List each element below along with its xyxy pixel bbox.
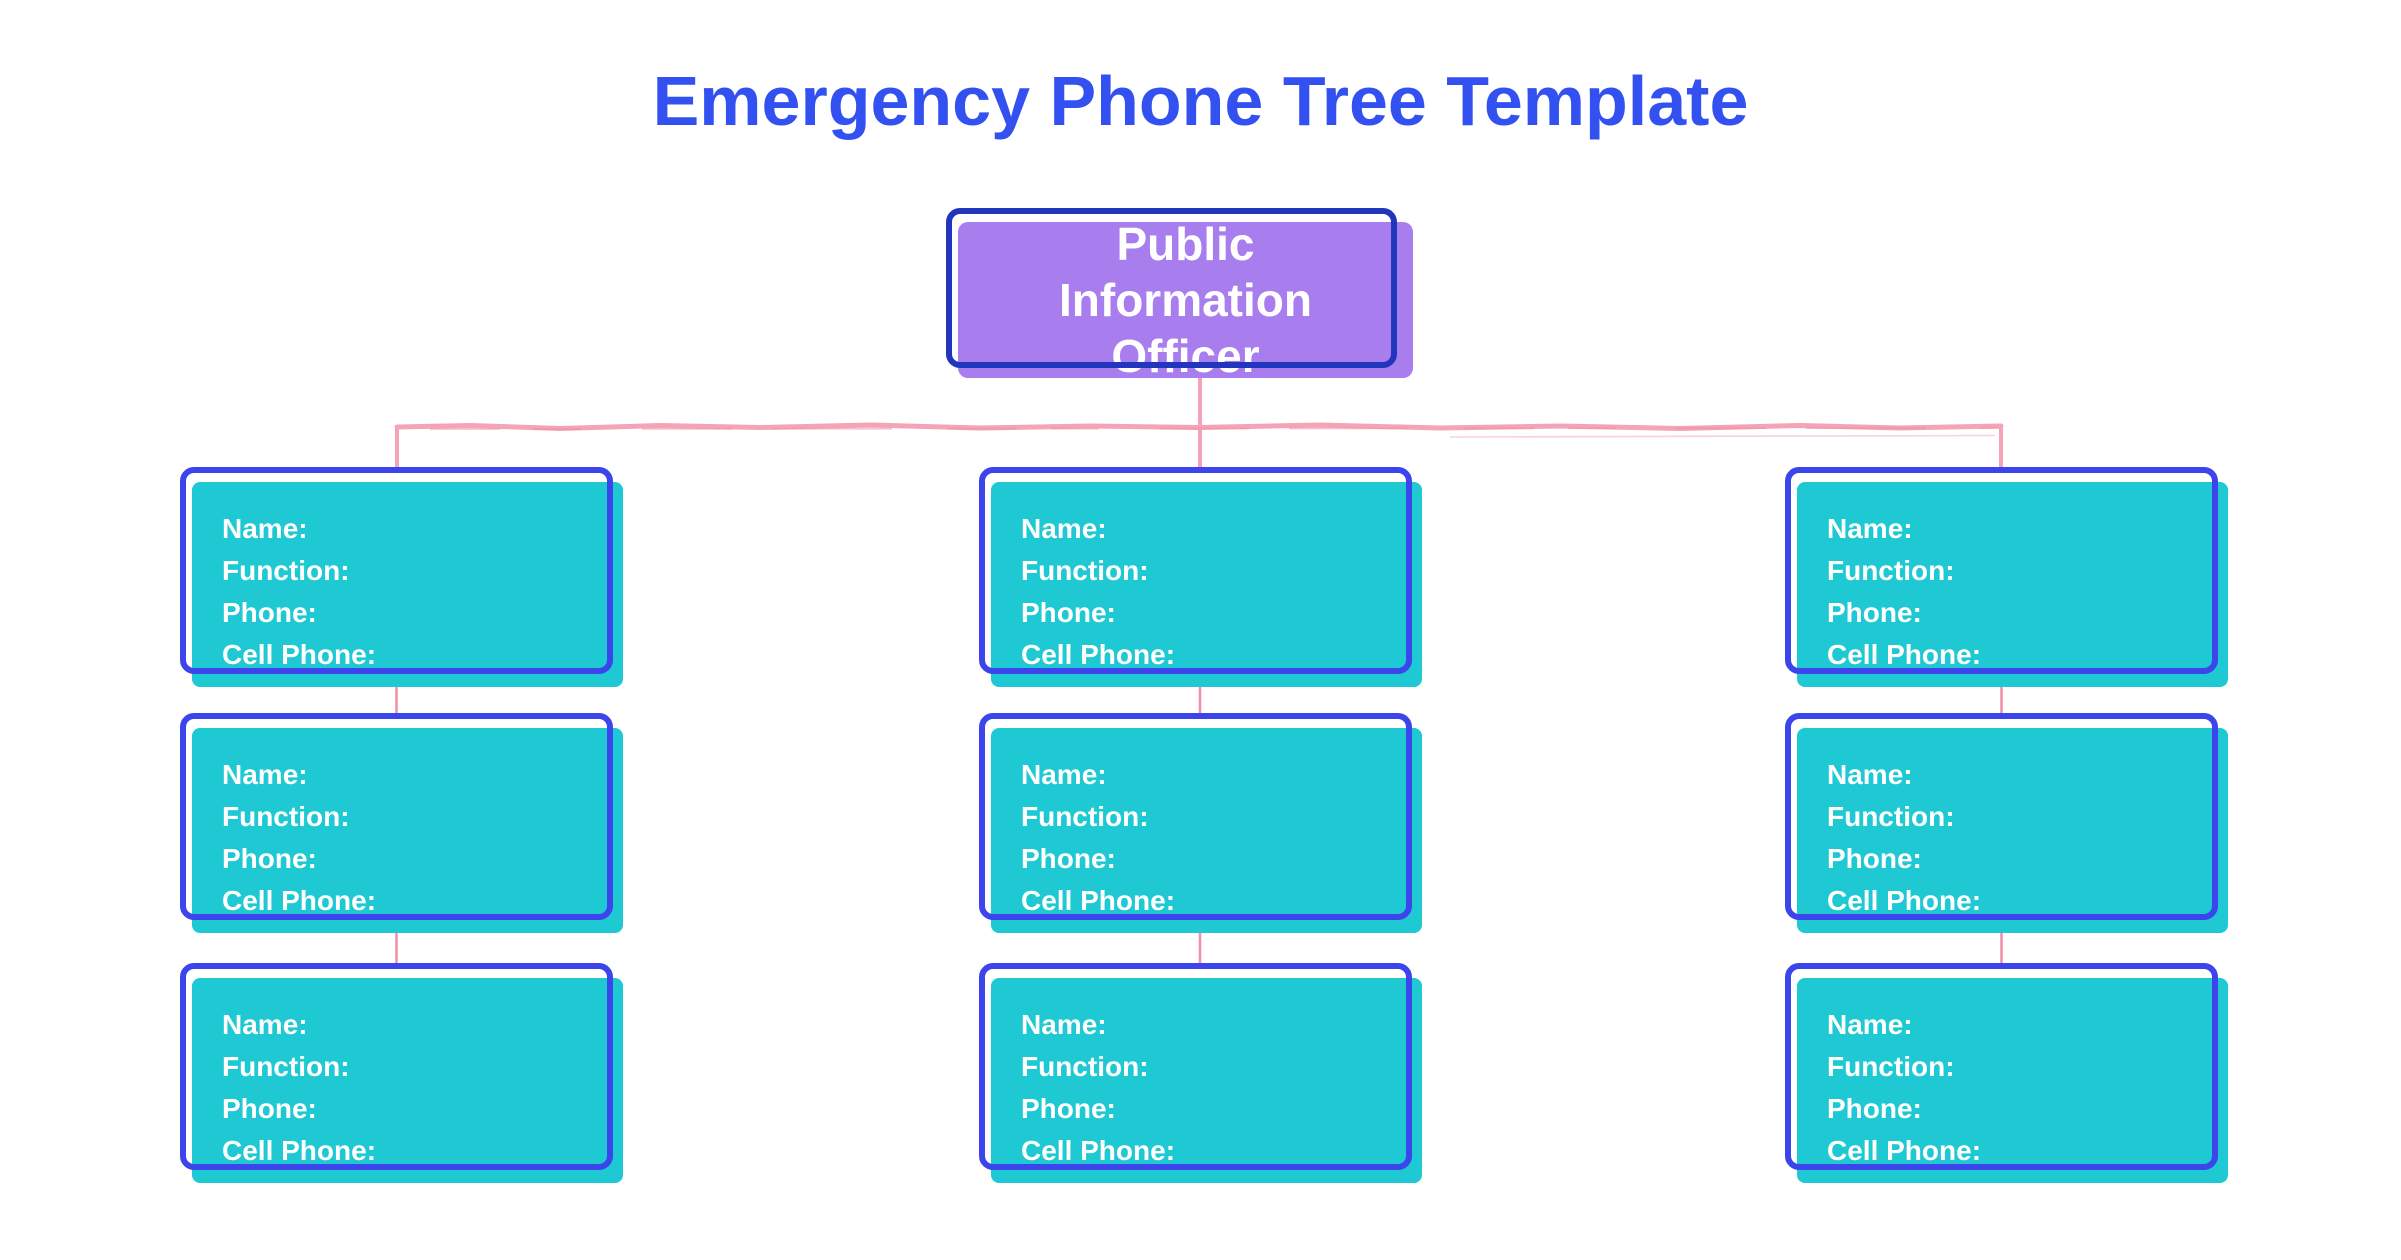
card-outline	[979, 713, 1412, 920]
field-label-phone: Phone:	[1827, 1093, 1922, 1124]
field-label-phone: Phone:	[1021, 597, 1116, 628]
card-outline	[979, 467, 1412, 674]
card-branch3-level1[interactable]: Name: Function: Phone: Cell Phone:	[1785, 467, 2228, 687]
root-node-label: Public Information Officer	[1059, 218, 1312, 382]
field-label-function: Function:	[1827, 555, 1955, 586]
root-node-outline	[946, 208, 1397, 368]
card-branch1-level2[interactable]: Name: Function: Phone: Cell Phone:	[180, 713, 623, 933]
connector-horizontal	[394, 422, 2004, 431]
field-label-cell-phone: Cell Phone:	[1021, 1135, 1176, 1166]
field-label-name: Name:	[1827, 513, 1913, 544]
field-label-function: Function:	[222, 1051, 350, 1082]
card-fill: Name: Function: Phone: Cell Phone:	[192, 728, 623, 933]
field-label-cell-phone: Cell Phone:	[222, 639, 377, 670]
field-label-function: Function:	[222, 801, 350, 832]
field-label-name: Name:	[222, 513, 308, 544]
page-title: Emergency Phone Tree Template	[652, 62, 1749, 140]
card-outline	[1785, 713, 2218, 920]
field-label-cell-phone: Cell Phone:	[1021, 885, 1176, 916]
field-label-cell-phone: Cell Phone:	[1827, 1135, 1982, 1166]
card-outline	[180, 963, 613, 1170]
field-label-cell-phone: Cell Phone:	[1021, 639, 1176, 670]
field-label-name: Name:	[222, 1009, 308, 1040]
card-outline	[979, 963, 1412, 1170]
field-label-function: Function:	[1827, 1051, 1955, 1082]
card-outline	[1785, 963, 2218, 1170]
connector-horizontal-echo	[1449, 434, 1996, 438]
field-label-function: Function:	[222, 555, 350, 586]
connector-horizontal-texture	[429, 427, 2002, 430]
field-label-cell-phone: Cell Phone:	[1827, 639, 1982, 670]
field-label-phone: Phone:	[222, 843, 317, 874]
field-label-phone: Phone:	[1827, 843, 1922, 874]
field-label-name: Name:	[1021, 1009, 1107, 1040]
field-label-name: Name:	[1827, 1009, 1913, 1040]
field-label-function: Function:	[1021, 801, 1149, 832]
card-fill: Name: Function: Phone: Cell Phone:	[1797, 482, 2228, 687]
root-node-fill: Public Information Officer	[958, 218, 1413, 382]
field-label-name: Name:	[1021, 513, 1107, 544]
card-branch2-level2[interactable]: Name: Function: Phone: Cell Phone:	[979, 713, 1422, 933]
field-label-function: Function:	[1021, 1051, 1149, 1082]
field-label-name: Name:	[222, 759, 308, 790]
card-fill: Name: Function: Phone: Cell Phone:	[991, 482, 1422, 687]
card-fill: Name: Function: Phone: Cell Phone:	[991, 978, 1422, 1183]
field-label-function: Function:	[1827, 801, 1955, 832]
field-label-name: Name:	[1021, 759, 1107, 790]
card-fill: Name: Function: Phone: Cell Phone:	[192, 978, 623, 1183]
field-label-phone: Phone:	[222, 1093, 317, 1124]
card-outline	[1785, 467, 2218, 674]
field-label-phone: Phone:	[222, 597, 317, 628]
field-label-cell-phone: Cell Phone:	[222, 1135, 377, 1166]
card-branch1-level1[interactable]: Name: Function: Phone: Cell Phone:	[180, 467, 623, 687]
field-label-name: Name:	[1827, 759, 1913, 790]
field-label-phone: Phone:	[1021, 1093, 1116, 1124]
card-fill: Name: Function: Phone: Cell Phone:	[1797, 978, 2228, 1183]
card-fill: Name: Function: Phone: Cell Phone:	[991, 728, 1422, 933]
card-branch2-level3[interactable]: Name: Function: Phone: Cell Phone:	[979, 963, 1422, 1183]
field-label-function: Function:	[1021, 555, 1149, 586]
card-branch2-level1[interactable]: Name: Function: Phone: Cell Phone:	[979, 467, 1422, 687]
root-node[interactable]: Public Information Officer	[946, 208, 1413, 382]
field-label-cell-phone: Cell Phone:	[1827, 885, 1982, 916]
field-label-phone: Phone:	[1021, 843, 1116, 874]
card-branch1-level3[interactable]: Name: Function: Phone: Cell Phone:	[180, 963, 623, 1183]
card-outline	[180, 713, 613, 920]
field-label-phone: Phone:	[1827, 597, 1922, 628]
card-fill: Name: Function: Phone: Cell Phone:	[192, 482, 623, 687]
card-branch3-level3[interactable]: Name: Function: Phone: Cell Phone:	[1785, 963, 2228, 1183]
field-label-cell-phone: Cell Phone:	[222, 885, 377, 916]
card-fill: Name: Function: Phone: Cell Phone:	[1797, 728, 2228, 933]
card-outline	[180, 467, 613, 674]
card-branch3-level2[interactable]: Name: Function: Phone: Cell Phone:	[1785, 713, 2228, 933]
